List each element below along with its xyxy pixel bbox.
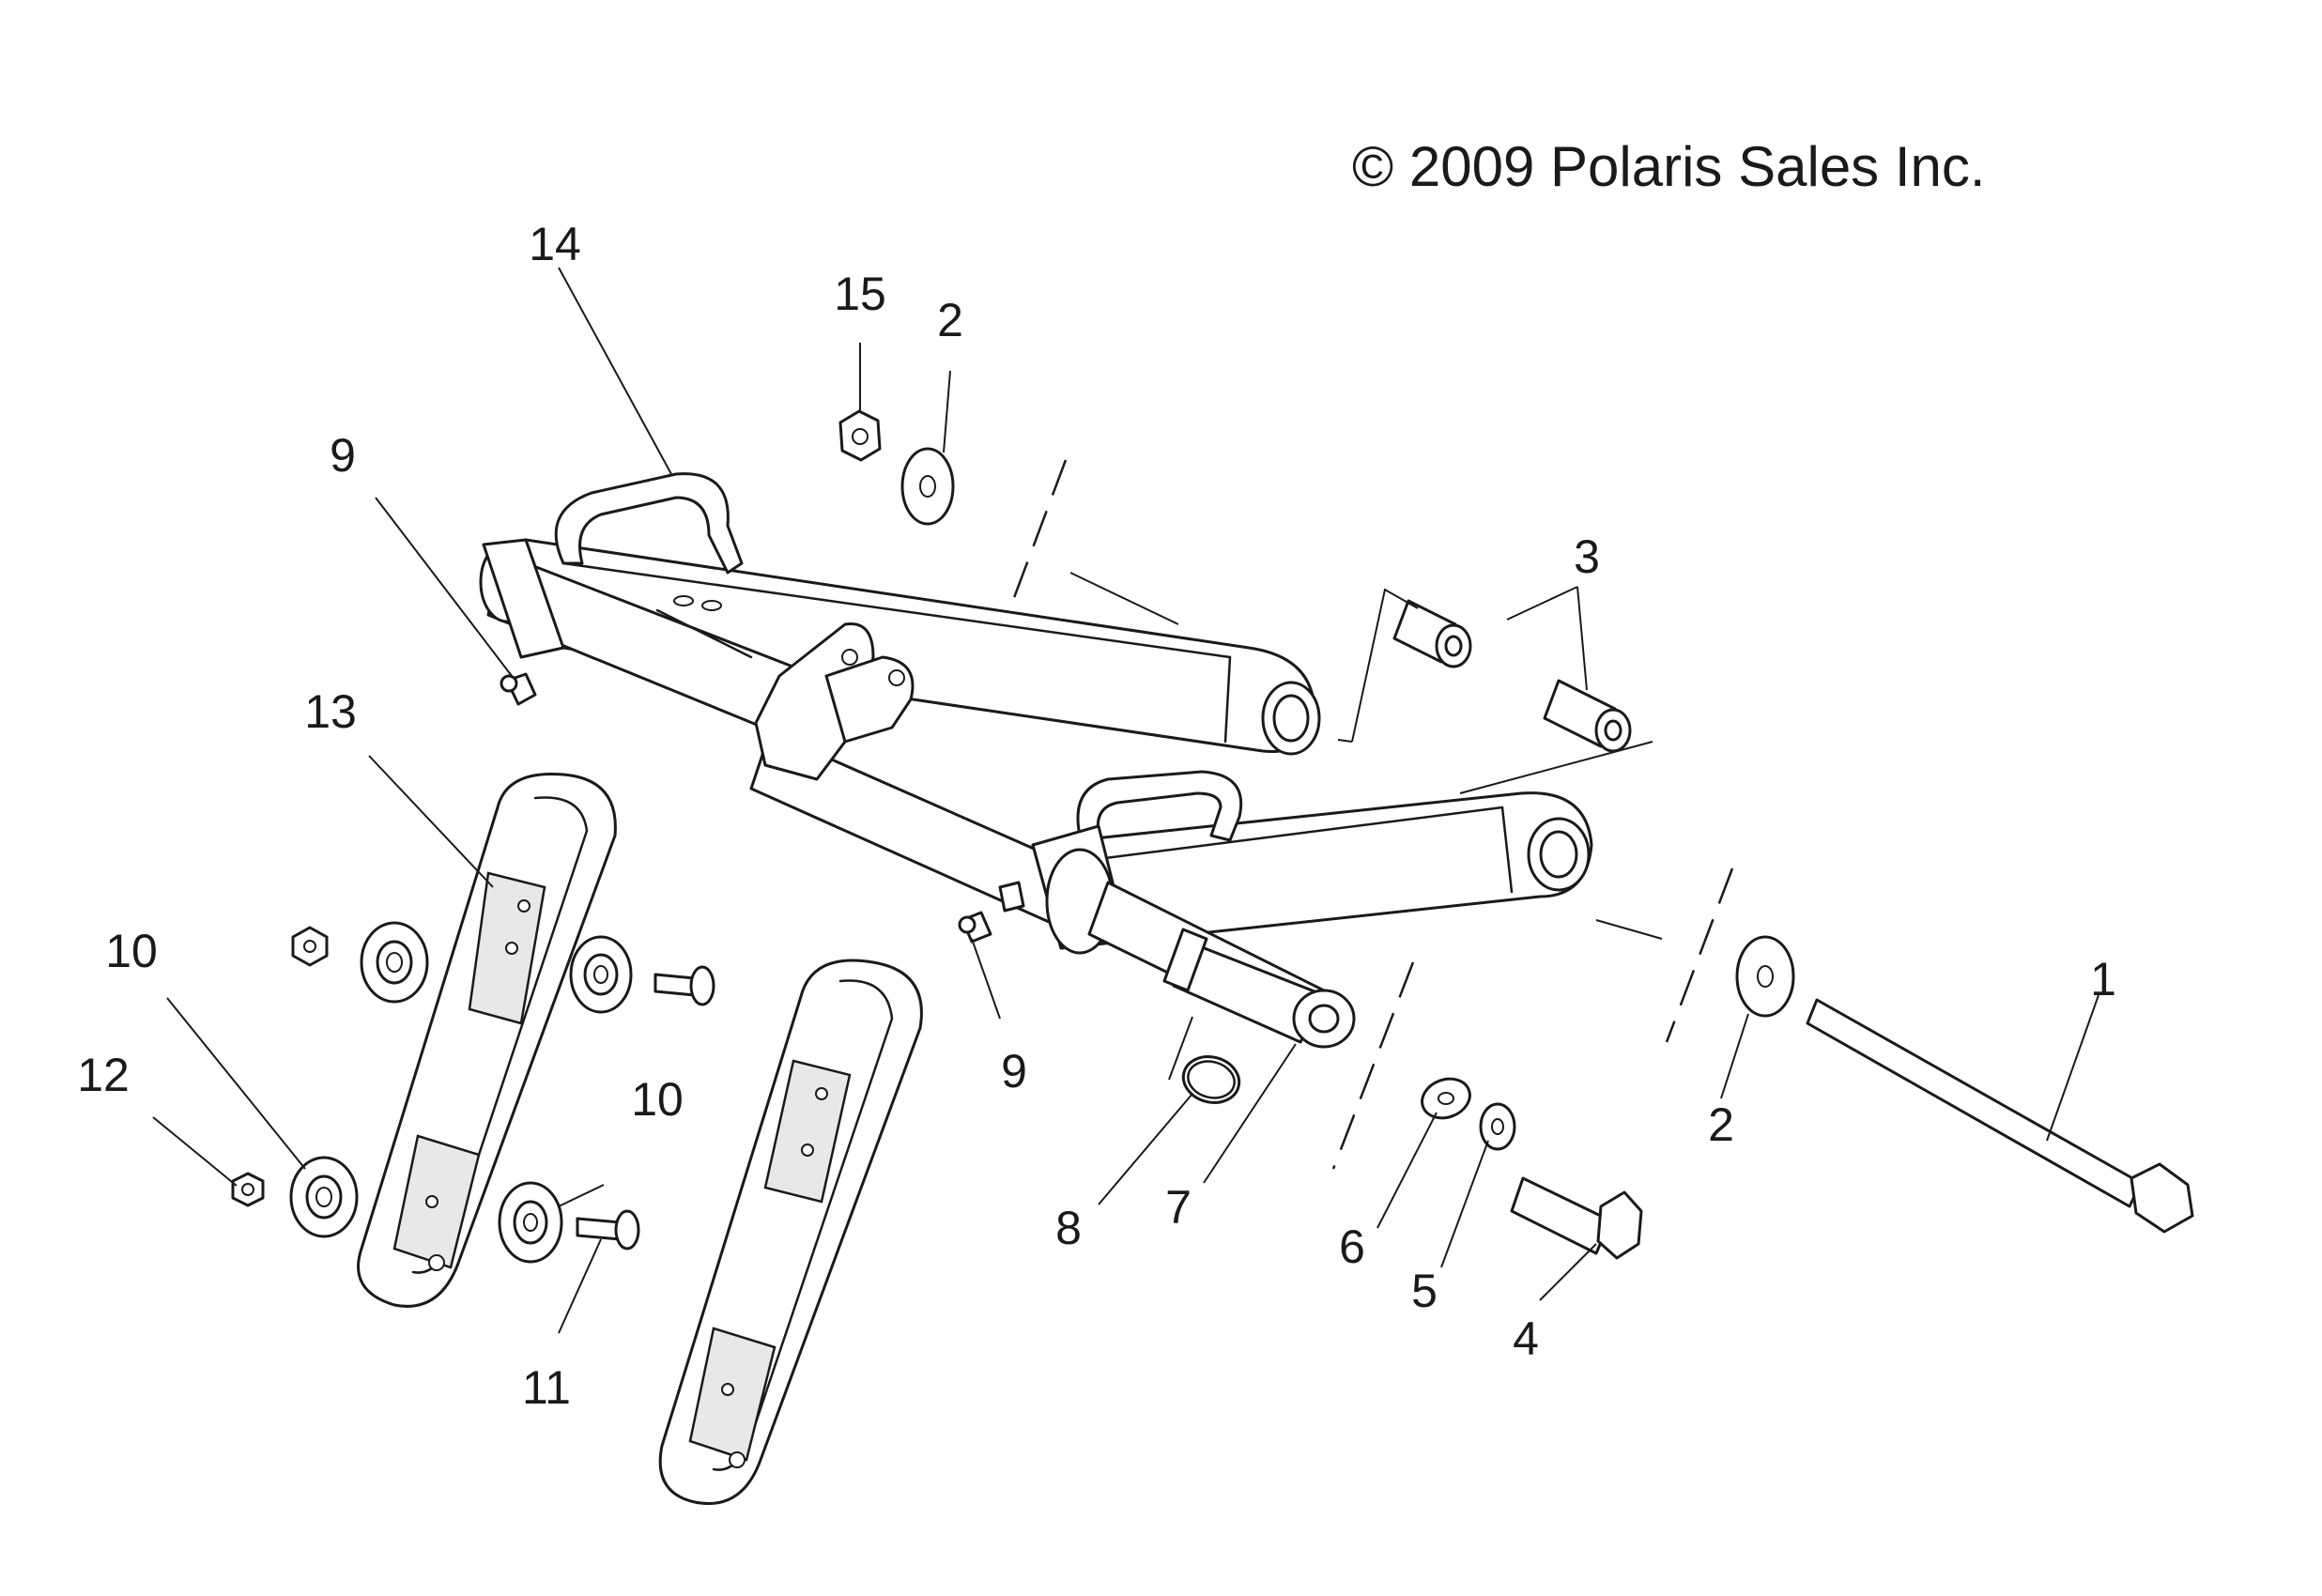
copyright-text: © 2009 Polaris Sales Inc. — [1352, 135, 1986, 198]
nut-upper-left — [291, 926, 329, 967]
callout-4: 4 — [1513, 1312, 1539, 1365]
part-2-washer-right — [1735, 935, 1795, 1018]
centerlines — [1007, 459, 1734, 1170]
callout-14: 14 — [529, 218, 581, 270]
callout-9-upper: 9 — [330, 429, 356, 482]
part-13-link-right — [658, 959, 923, 1505]
callout-13: 13 — [304, 685, 357, 738]
callout-10-left: 10 — [105, 925, 158, 977]
callout-11: 11 — [522, 1361, 571, 1414]
callout-15: 15 — [834, 268, 886, 320]
callout-6: 6 — [1339, 1220, 1365, 1273]
part-11-bolt — [576, 1209, 640, 1251]
cross-shaft — [749, 622, 1091, 931]
part-4-bolt — [1510, 1176, 1643, 1260]
part-15-nut — [838, 409, 882, 462]
roller-upper-right — [569, 935, 633, 1014]
callout-9-lower: 9 — [1001, 1045, 1027, 1097]
part-8-ring — [1181, 1055, 1241, 1104]
part-2-washer-top — [900, 447, 955, 526]
callout-2-top: 2 — [937, 294, 963, 346]
callout-10-right: 10 — [631, 1073, 684, 1126]
roller-upper-left — [360, 921, 429, 1004]
bolt-upper-right — [654, 965, 715, 1006]
part-10-roller-lower-right — [498, 1181, 563, 1264]
callout-7: 7 — [1165, 1181, 1192, 1234]
part-6-washer — [1421, 1077, 1471, 1120]
part-7-tube — [1087, 881, 1356, 1049]
callouts: 14 15 2 9 3 13 10 12 10 11 9 8 7 6 5 4 2… — [77, 218, 2116, 1414]
part-5-lockwasher — [1479, 1102, 1516, 1151]
part-12-nut — [231, 1172, 265, 1207]
part-9-fitting-upper — [500, 672, 537, 706]
callout-1: 1 — [2090, 953, 2116, 1005]
part-10-roller-lower-left — [289, 1156, 359, 1238]
callout-12: 12 — [77, 1049, 130, 1101]
part-3-bushings — [1392, 599, 1632, 753]
callout-5: 5 — [1411, 1265, 1438, 1317]
part-1-long-bolt — [1806, 998, 2194, 1234]
callout-8: 8 — [1055, 1202, 1082, 1254]
a-arm-upper — [479, 472, 1321, 756]
part-9-fitting-lower — [958, 881, 1025, 944]
callout-3: 3 — [1574, 530, 1600, 583]
leader-lines — [152, 267, 2099, 1334]
part-13-link-left — [357, 772, 617, 1308]
callout-2-right: 2 — [1708, 1098, 1734, 1151]
